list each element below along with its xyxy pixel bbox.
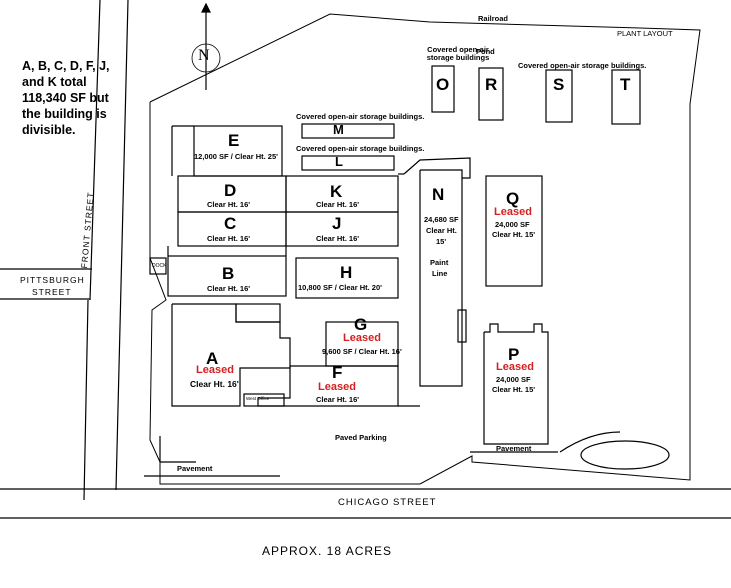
building-b-info: Clear Ht. 16' [207, 284, 251, 293]
building-q-ht: Clear Ht. 15' [492, 230, 536, 239]
building-e-label: E [228, 131, 240, 150]
building-f-label: F [332, 363, 343, 382]
building-d-info: Clear Ht. 16' [207, 200, 251, 209]
building-s-label: S [553, 75, 565, 94]
storage-label-1: Covered open-air storage buildings [426, 45, 490, 62]
building-h-info: 10,800 SF / Clear Ht. 20' [298, 283, 382, 292]
building-a-label: A [206, 349, 219, 368]
compass-arrow-icon [201, 2, 211, 13]
building-a-info: Clear Ht. 16' [190, 379, 239, 389]
pond-label: Pond [476, 47, 495, 56]
building-a [171, 303, 291, 407]
building-j-label: J [332, 214, 342, 233]
building-q [485, 175, 543, 287]
building-q-sf: 24,000 SF [495, 220, 530, 229]
pittsburgh-street-label-2: STREET [32, 287, 72, 297]
building-l [301, 155, 395, 171]
storage-label-2: Covered open-air storage buildings. [518, 61, 647, 70]
building-n-annex [457, 309, 467, 343]
building-m [301, 123, 395, 139]
pond-ellipse [580, 440, 670, 470]
pavement-label-left: Pavement [177, 464, 213, 473]
building-n-sf: 24,680 SF [424, 215, 459, 224]
front-street-line-left [89, 0, 101, 301]
building-n-label: N [432, 185, 445, 204]
building-q-label: Q [506, 189, 520, 208]
front-street-line-left-lower [83, 299, 89, 501]
building-h-label: H [340, 263, 353, 282]
building-d-label: D [224, 181, 237, 200]
building-t [611, 69, 641, 125]
building-a-annex [235, 303, 281, 323]
building-f-status: Leased [318, 381, 356, 393]
building-b-label: B [222, 264, 235, 283]
building-j-info: Clear Ht. 16' [316, 234, 360, 243]
building-t-label: T [620, 75, 631, 94]
chicago-street-label: CHICAGO STREET [338, 497, 437, 508]
building-n-line: Line [432, 269, 448, 278]
building-p [483, 323, 549, 445]
railroad-label: Railroad [478, 14, 509, 23]
building-n-top [403, 157, 471, 179]
pond-arc [559, 431, 621, 453]
building-n-paint: Paint [430, 258, 449, 267]
building-c-label: C [224, 214, 237, 233]
building-m-label: M [333, 122, 344, 137]
building-e-info: 12,000 SF / Clear Ht. 25' [194, 152, 278, 161]
building-k-label: K [330, 182, 343, 201]
building-q-status: Leased [494, 206, 532, 218]
west-office-box [243, 393, 285, 407]
dock-box [149, 257, 167, 275]
building-n [419, 169, 463, 387]
building-p-sf: 24,000 SF [496, 375, 531, 384]
storage-label-4: Covered open-air storage buildings. [296, 144, 425, 153]
building-g-label: G [354, 315, 368, 334]
plant-layout-label: PLANT LAYOUT [617, 29, 673, 38]
building-p-label: P [508, 345, 520, 364]
building-p-status: Leased [496, 361, 534, 373]
building-o-label: O [436, 75, 450, 94]
pavement-label-right: Pavement [496, 444, 532, 453]
building-r-label: R [485, 75, 498, 94]
note-text: A, B, C, D, F, J, and K total 118,340 SF… [22, 59, 110, 137]
building-j [285, 211, 399, 247]
building-r [478, 67, 504, 121]
building-f-info: Clear Ht. 16' [316, 395, 360, 404]
building-g-info: 9,600 SF / Clear Ht. 16' [322, 347, 402, 356]
acreage-label: APPROX. 18 ACRES [262, 544, 393, 558]
building-l-label: L [335, 154, 343, 169]
storage-label-3: Covered open-air storage buildings. [296, 112, 425, 121]
building-n-ht2: 15' [436, 237, 447, 246]
site-boundary [149, 13, 701, 485]
building-s [545, 69, 573, 123]
compass-ring [191, 43, 221, 73]
building-k-info: Clear Ht. 16' [316, 200, 360, 209]
building-b [167, 255, 287, 297]
building-h [295, 257, 399, 299]
compass-north-label: N [198, 47, 210, 64]
front-street-line-right [115, 0, 129, 491]
paved-parking-label: Paved Parking [335, 433, 387, 442]
pittsburgh-street-label-1: PITTSBURGH [20, 275, 85, 285]
building-n-ht: Clear Ht. [426, 226, 457, 235]
building-o [431, 65, 455, 113]
building-a-status: Leased [196, 364, 234, 376]
building-c-info: Clear Ht. 16' [207, 234, 251, 243]
dock-label: DOCK [152, 263, 167, 269]
building-p-ht: Clear Ht. 15' [492, 385, 536, 394]
west-office-label: West Office [246, 396, 270, 401]
building-g-status: Leased [343, 332, 381, 344]
